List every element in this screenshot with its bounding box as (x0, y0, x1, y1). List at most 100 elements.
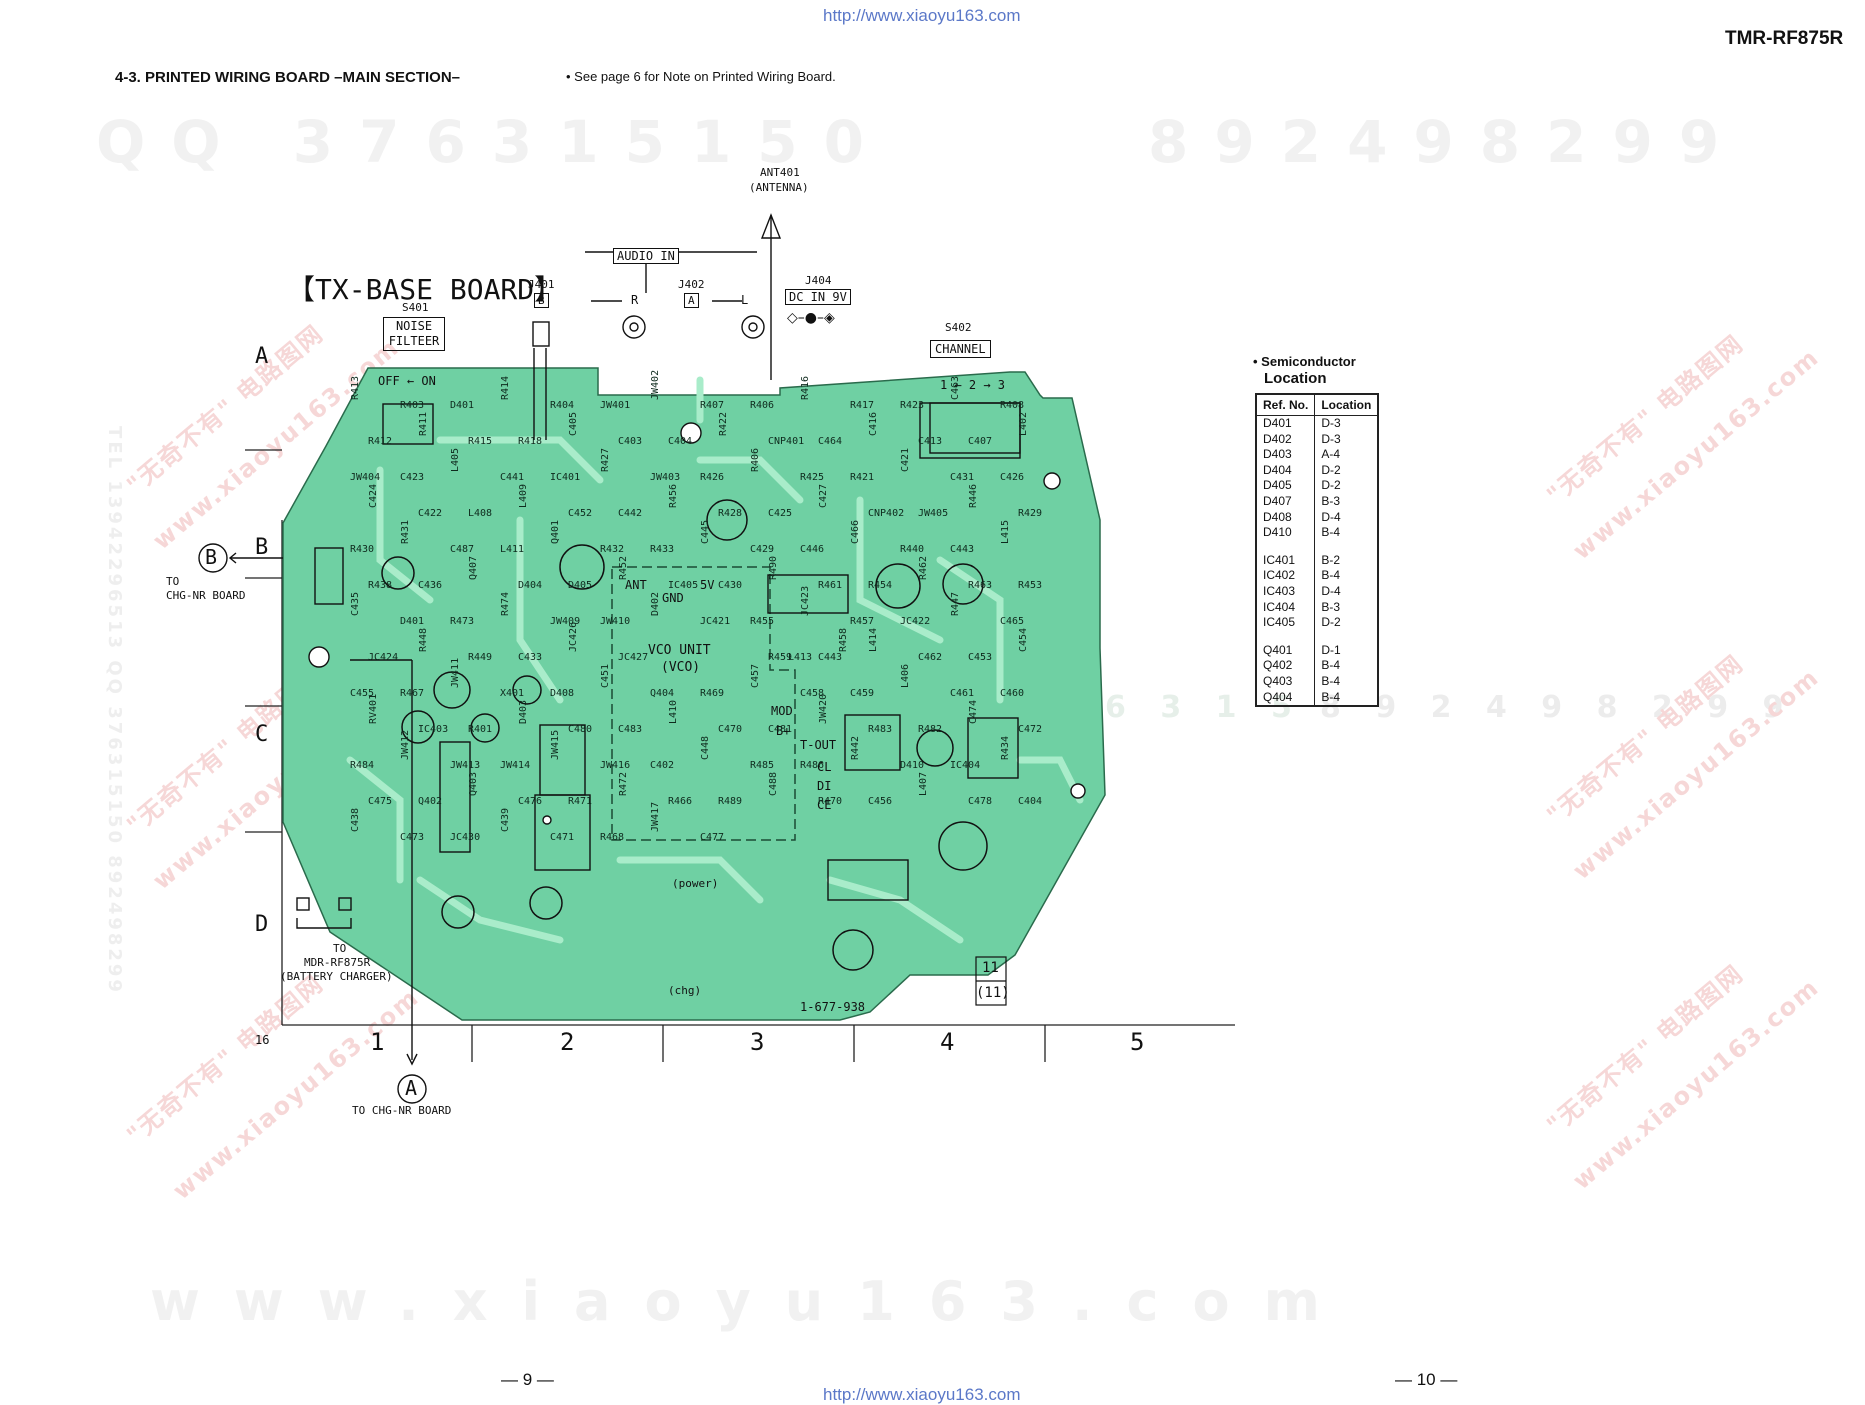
part-ref-label: JW416 (600, 760, 631, 771)
part-ref-label: R454 (868, 580, 893, 591)
ref-no-cell: D403 (1256, 447, 1316, 463)
part-ref-label: C416 (868, 411, 879, 436)
part-ref-label: R411 (418, 411, 429, 436)
row-label-d: D (255, 912, 269, 937)
part-ref-label: C476 (518, 796, 543, 807)
pcb-board (282, 367, 1106, 1021)
watermark-number: 892498299 (1148, 108, 1746, 176)
part-ref-label: JW411 (450, 657, 461, 688)
part-ref-label: R484 (350, 760, 375, 771)
part-ref-label: R469 (700, 688, 725, 699)
top-url-link[interactable]: http://www.xiaoyu163.com (823, 6, 1021, 25)
part-ref-label: C477 (700, 832, 725, 843)
part-ref-label: C470 (718, 724, 743, 735)
bottom-url-link[interactable]: http://www.xiaoyu163.com (823, 1385, 1021, 1404)
part-ref-label: C480 (568, 724, 593, 735)
part-ref-label: C436 (418, 580, 443, 591)
filter-label: FILTEER (388, 334, 440, 348)
antenna-sub-label: (ANTENNA) (749, 181, 809, 194)
pcb-traces (346, 376, 1084, 944)
part-ref-label: C473 (400, 832, 425, 843)
part-ref-label: C459 (850, 688, 875, 699)
ref-no-cell: D401 (1256, 415, 1316, 432)
part-ref-label: R471 (568, 796, 593, 807)
ref-no-cell: Q404 (1256, 689, 1316, 707)
board-note: • See page 6 for Note on Printed Wiring … (566, 69, 836, 84)
vco-unit-outline (611, 566, 796, 841)
location-cell: B-4 (1321, 525, 1341, 540)
part-ref-label: JC430 (450, 832, 481, 843)
part-ref-label: R483 (868, 724, 893, 735)
part-ref-label: JW403 (650, 472, 681, 483)
part-ref-label: IC403 (418, 724, 449, 735)
dc-polarity-icon: ◇–●–◈ (787, 310, 835, 326)
pin-tout: T-OUT (800, 738, 837, 752)
part-ref-label: D401 (400, 616, 425, 627)
part-ref-label: R466 (668, 796, 693, 807)
mounting-holes (308, 422, 1086, 825)
noise-label: NOISE (395, 319, 433, 333)
part-ref-label: D410 (900, 760, 925, 771)
part-ref-label: JC423 (800, 585, 811, 616)
part-ref-label: R421 (850, 472, 875, 483)
part-ref-label: R429 (1018, 508, 1043, 519)
table-group-gap (1256, 630, 1379, 643)
part-ref-label: C430 (718, 580, 743, 591)
ant-pin-label: ANT (625, 578, 647, 592)
part-ref-label: JW410 (600, 616, 631, 627)
part-ref-label: Q401 (550, 519, 561, 544)
part-ref-label: JW415 (550, 729, 561, 760)
j402-label: J402 (678, 278, 705, 291)
part-ref-label: C481 (768, 724, 793, 735)
part-ref-label: R459 (768, 652, 793, 663)
part-ref-label: C474 (968, 699, 979, 724)
part-ref-label: R490 (768, 555, 779, 580)
part-ref-label: C443 (950, 544, 975, 555)
gap-cell (1315, 631, 1379, 643)
part-ref-label: C452 (568, 508, 593, 519)
page-number-right: — 10 — (1395, 1370, 1458, 1389)
channel-label: CHANNEL (930, 340, 991, 358)
ref-no-cell: D408 (1256, 509, 1316, 526)
part-ref-label: IC404 (950, 760, 981, 771)
to-chg-b-label: TO (166, 575, 180, 588)
part-ref-label: JC422 (900, 616, 931, 627)
part-ref-label: C433 (518, 652, 543, 663)
watermark-mid-b: 8 9 2 4 9 8 2 9 9 (1320, 690, 1796, 725)
j401-tag: B (534, 293, 549, 308)
ref-no-cell: IC405 (1256, 615, 1316, 631)
section-title: 4-3. PRINTED WIRING BOARD –MAIN SECTION– (115, 69, 461, 86)
watermark-qq: QQ 376315150 (96, 108, 891, 176)
j401-label: J401 (528, 278, 555, 291)
part-ref-label: C426 (1000, 472, 1025, 483)
part-ref-label: C488 (768, 771, 779, 796)
part-ref-label: Q402 (418, 796, 443, 807)
part-ref-label: C475 (368, 796, 393, 807)
location-cell: A-4 (1321, 447, 1341, 462)
part-ref-label: C435 (350, 591, 361, 616)
pin-ce: CE (817, 798, 832, 812)
part-ref-label: R438 (368, 580, 393, 591)
location-cell: D-2 (1321, 615, 1341, 630)
pin-mod: MOD (771, 704, 793, 718)
part-ref-label: C487 (450, 544, 475, 555)
part-ref-label: JW404 (350, 472, 381, 483)
part-ref-label: R456 (668, 483, 679, 508)
part-ref-label: JC427 (618, 652, 649, 663)
part-ref-label: C478 (968, 796, 993, 807)
part-ref-label: C424 (368, 483, 379, 508)
capacitors (381, 499, 988, 971)
part-ref-label: R406 (750, 447, 761, 472)
semiconductor-title: • Semiconductor (1253, 354, 1356, 369)
part-ref-label: D404 (518, 580, 543, 591)
part-ref-label: Q404 (650, 688, 675, 699)
part-ref-label: C438 (350, 807, 361, 832)
connector-a-letter: A (405, 1076, 418, 1100)
